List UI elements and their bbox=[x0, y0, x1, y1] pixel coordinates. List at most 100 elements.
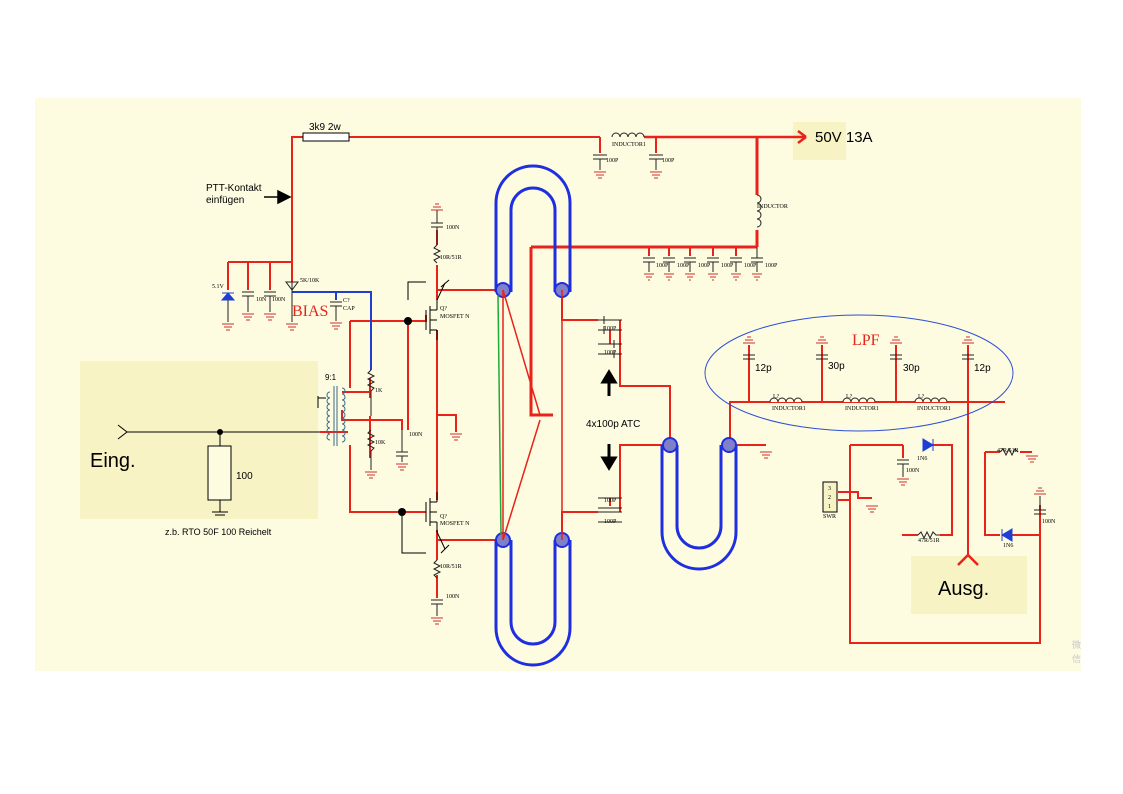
swr-pin-1: 1 bbox=[828, 504, 831, 510]
decoupling-caps bbox=[643, 247, 763, 281]
cap-100n-label: 100N bbox=[272, 297, 286, 303]
cap-100p-d: 100P bbox=[721, 263, 734, 269]
swr-caps bbox=[897, 459, 1046, 515]
input-line bbox=[127, 431, 320, 516]
mosfet-bottom-ref: Q? bbox=[440, 514, 447, 520]
supply-caps bbox=[593, 154, 663, 179]
wires bbox=[227, 135, 1041, 644]
swr-label: SWR bbox=[823, 514, 836, 520]
r10r-bottom: 10R/51R bbox=[440, 564, 462, 570]
atc-cap-1: 100P bbox=[604, 326, 617, 332]
input-resistor-label: 100 bbox=[236, 471, 253, 482]
swr-resistor-1 bbox=[917, 530, 940, 540]
output-box bbox=[911, 556, 1027, 614]
cap-100p-e: 100P bbox=[744, 263, 757, 269]
r1k-label: 1K bbox=[375, 388, 383, 394]
r10r-top: 10R/51R bbox=[440, 255, 462, 261]
diode-2-label: 1N6 bbox=[1003, 543, 1013, 549]
cap-c-ref: C? bbox=[343, 298, 350, 304]
watermark-2: 信 bbox=[1072, 653, 1081, 665]
eing-label: Eing. bbox=[90, 450, 136, 472]
cap-100p-c: 100P bbox=[698, 263, 711, 269]
cap-label: CAP bbox=[343, 306, 355, 312]
lpf-l1-ref: L? bbox=[773, 394, 780, 400]
lpf-inductors bbox=[769, 397, 948, 403]
transformer bbox=[317, 386, 346, 446]
cap-100p-a: 100P bbox=[656, 263, 669, 269]
mosfet-bottom bbox=[401, 492, 450, 554]
inductor-top-label: INDUCTOR1 bbox=[612, 142, 646, 148]
bias-supply-parts bbox=[220, 281, 342, 331]
mosfet-top bbox=[407, 279, 450, 340]
swr-connector bbox=[822, 481, 838, 513]
lpf-cap-30p-1: 30p bbox=[828, 361, 845, 372]
cap-100p-2: 100P bbox=[662, 158, 675, 164]
atc-cap-2: 100P bbox=[604, 350, 617, 356]
atc-caps bbox=[598, 316, 622, 523]
arrow-up-icon bbox=[600, 369, 618, 396]
lpf-l2-ref: L? bbox=[846, 394, 853, 400]
input-box bbox=[80, 361, 318, 519]
pot-label: 5K/10K bbox=[300, 278, 320, 284]
swr-pin-3: 3 bbox=[828, 486, 831, 492]
ausg-label: Ausg. bbox=[938, 578, 989, 600]
ptt-arrow-icon bbox=[264, 189, 292, 205]
coax-lines bbox=[494, 164, 738, 667]
cap-100p-b: 100P bbox=[677, 263, 690, 269]
supply-label: 50V 13A bbox=[815, 129, 873, 146]
bias-divider bbox=[365, 369, 408, 479]
lpf-caps bbox=[743, 336, 974, 360]
diode-1-label: 1N6 bbox=[917, 456, 927, 462]
ratio-label: 9:1 bbox=[325, 373, 337, 382]
cap-100n-top: 100N bbox=[446, 225, 460, 231]
swr-r1-label: 47R/51R bbox=[918, 538, 940, 544]
lpf-ellipse bbox=[704, 314, 1014, 432]
lpf-cap-12p-2: 12p bbox=[974, 363, 991, 374]
atc-label: 4x100p ATC bbox=[586, 419, 640, 430]
mosfet-top-label: MOSFET N bbox=[440, 314, 470, 320]
cross-wires bbox=[497, 289, 563, 541]
diode-2-icon bbox=[1001, 528, 1013, 542]
inductor-vertical bbox=[756, 194, 762, 228]
swr-cap-2-label: 100N bbox=[1042, 519, 1056, 525]
lpf-label: LPF bbox=[852, 332, 880, 349]
junction-top bbox=[404, 317, 412, 325]
r10k-label: 10K bbox=[375, 440, 386, 446]
swr-r2-label: 47R/51R bbox=[997, 448, 1019, 454]
input-resistor bbox=[207, 445, 232, 501]
atc-cap-3: 100P bbox=[604, 498, 617, 504]
inductor-vertical-label: INDUCTOR bbox=[757, 204, 788, 210]
lpf-cap-30p-2: 30p bbox=[903, 363, 920, 374]
cap-100p-f: 100P bbox=[765, 263, 778, 269]
lpf-l3-label: INDUCTOR1 bbox=[917, 406, 951, 412]
ptt-label-2: einfügen bbox=[206, 195, 244, 206]
bias-label: BIAS bbox=[292, 303, 328, 320]
lpf-l3-ref: L? bbox=[918, 394, 925, 400]
swr-cap-1-label: 100N bbox=[906, 468, 920, 474]
mosfet-top-ref: Q? bbox=[440, 306, 447, 312]
inductor-top bbox=[611, 132, 645, 138]
misc-grounds bbox=[760, 451, 1046, 513]
zener-label: 5.1V bbox=[212, 284, 225, 290]
arrow-down-icon bbox=[600, 444, 618, 471]
lpf-l1-label: INDUCTOR1 bbox=[772, 406, 806, 412]
supply-arrow-icon bbox=[797, 130, 807, 144]
reichelt-label: z.b. RTO 50F 100 Reichelt bbox=[165, 527, 272, 537]
resistor-3k9 bbox=[302, 132, 350, 142]
ptt-label: PTT-Kontakt bbox=[206, 183, 262, 194]
drain-network bbox=[431, 203, 462, 625]
cap-100n-c: 100N bbox=[409, 432, 423, 438]
atc-cap-4: 100P bbox=[604, 519, 617, 525]
watermark: 微 bbox=[1072, 639, 1081, 651]
swr-pin-2: 2 bbox=[828, 495, 831, 501]
bias-wire bbox=[292, 291, 372, 370]
lpf-cap-12p-1: 12p bbox=[755, 363, 772, 374]
swr-resistor-2 bbox=[999, 447, 1019, 457]
lpf-l2-label: INDUCTOR1 bbox=[845, 406, 879, 412]
cap-100n-bottom: 100N bbox=[446, 594, 460, 600]
cap-100p-1: 100P bbox=[606, 158, 619, 164]
cap-10n-label: 10N bbox=[256, 297, 267, 303]
diode-1-icon bbox=[922, 438, 934, 452]
resistor-3k9-label: 3k9 2w bbox=[309, 122, 341, 133]
